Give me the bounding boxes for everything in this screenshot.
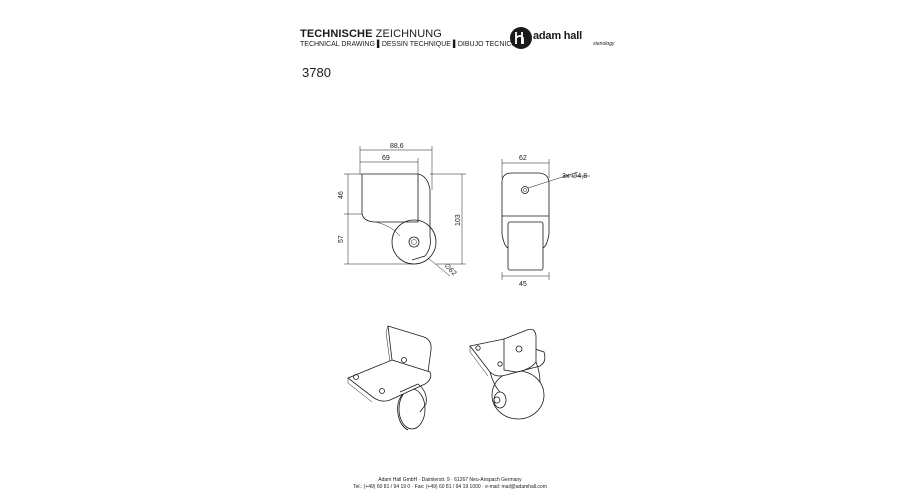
iso-right-hole-1: [475, 345, 481, 351]
side-wheel: [391, 219, 437, 265]
dim-leader-wheel: [427, 257, 451, 277]
side-wheel-hub: [408, 236, 420, 248]
iso-left-hole-1: [353, 374, 359, 380]
dim-front-width: 62: [519, 155, 527, 162]
side-fork: [411, 173, 431, 261]
drawing-title-bold: TECHNISCHE: [300, 28, 373, 40]
drawing-title: TECHNISCHE ZEICHNUNG: [300, 28, 442, 40]
iso-view-left: [347, 325, 432, 431]
footer-contact: Tel.: (+49) 60 81 / 94 19 0 · Fax: (+49)…: [353, 484, 547, 490]
part-number: 3780: [302, 65, 331, 80]
iso-left-hole-2: [401, 357, 407, 363]
iso-left-fork: [399, 383, 427, 413]
dim-holes: 3x ∅4,8: [562, 173, 587, 180]
footer-address: Adam Hall GmbH · Daimlerstr. 9 · 61267 N…: [378, 477, 522, 483]
side-view: 88,6 69 46 57 103 ∅62: [338, 143, 466, 277]
side-plate: [361, 173, 419, 223]
iso-left-back-plate: [387, 325, 432, 373]
iso-left-wheel: [398, 388, 426, 430]
dim-leader-holes: [527, 171, 579, 189]
dim-overall-width: 88,6: [390, 143, 404, 150]
iso-right-wheel-hub: [493, 396, 501, 404]
adam-hall-logo-icon: [510, 27, 532, 49]
iso-left-base-plate: [347, 359, 432, 402]
dim-plate-height: 46: [338, 191, 345, 199]
iso-right-hole-2: [497, 361, 503, 367]
iso-view-right: [469, 328, 546, 420]
logo-tagline: stenology: [593, 41, 615, 47]
front-plate: [501, 172, 550, 234]
front-wheel: [507, 221, 544, 271]
iso-right-upright-plate: [503, 328, 537, 373]
dim-wheel-width: 45: [519, 281, 527, 288]
iso-right-fork: [489, 371, 501, 393]
dim-total-height: 103: [455, 214, 462, 226]
dim-wheel-diameter: ∅62: [443, 262, 458, 277]
side-fork-inner: [375, 221, 401, 237]
iso-right-wheel: [491, 370, 545, 420]
dim-lower-height: 57: [338, 235, 345, 243]
drawing-subtitle: TECHNICAL DRAWING ▌DESSIN TECHNIQUE ▌DIB…: [300, 41, 517, 48]
iso-right-mount-hole: [515, 345, 523, 353]
front-mount-hole: [521, 186, 529, 194]
side-wheel-axle: [411, 239, 417, 245]
dim-plate-width: 69: [382, 155, 390, 162]
drawing-title-light: ZEICHNUNG: [375, 28, 442, 40]
front-view: 62 3x ∅4,8 45: [501, 155, 590, 288]
iso-left-hole-3: [379, 388, 385, 394]
logo-wordmark: adam hall: [533, 30, 582, 42]
